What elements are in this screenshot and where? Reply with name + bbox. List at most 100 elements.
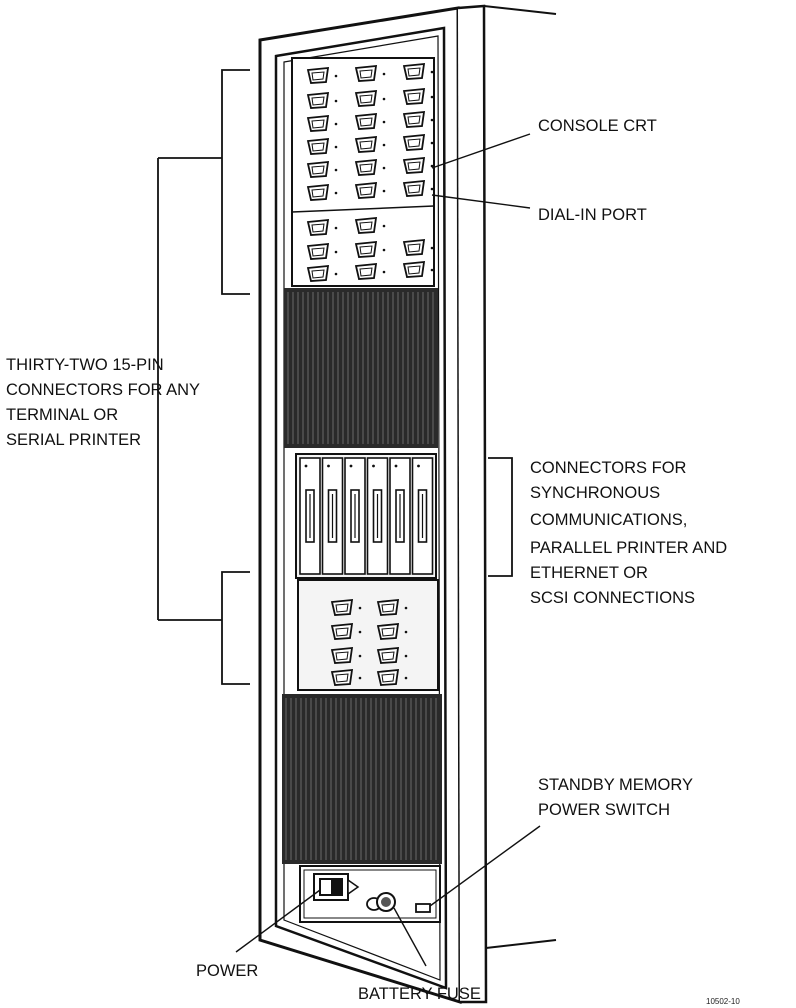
- serial-connector-4[interactable]: [306, 91, 330, 109]
- lower-connector-panel: [297, 579, 439, 691]
- screw-dot: [430, 118, 434, 122]
- serial-connector-16[interactable]: [306, 183, 330, 201]
- screw-dot: [404, 654, 408, 658]
- label-sync-5: ETHERNET OR: [530, 564, 648, 582]
- screw-dot: [358, 676, 362, 680]
- serial-connector-18[interactable]: [402, 179, 426, 197]
- screw-dot: [382, 97, 386, 101]
- screw-dot: [382, 189, 386, 193]
- upper-connector-panel: [291, 57, 435, 287]
- screw-dot: [430, 70, 434, 74]
- sync-card-2[interactable]: [321, 457, 344, 575]
- sync-card-6[interactable]: [411, 457, 434, 575]
- serial-connector-26[interactable]: [402, 260, 426, 278]
- label-battery-fuse: BATTERY FUSE: [358, 985, 481, 1003]
- serial-connector-21[interactable]: [306, 242, 330, 260]
- serial-connector-14[interactable]: [354, 158, 378, 176]
- sync-card-3[interactable]: [344, 457, 366, 575]
- screw-dot: [382, 72, 386, 76]
- serial-connector-5[interactable]: [354, 89, 378, 107]
- power-switch[interactable]: [313, 873, 360, 901]
- serial-connector-17[interactable]: [354, 181, 378, 199]
- serial-connector-30[interactable]: [376, 622, 400, 640]
- sync-card-4[interactable]: [366, 457, 389, 575]
- screw-dot: [430, 187, 434, 191]
- sync-card-panel: [295, 453, 437, 579]
- serial-connector-22[interactable]: [354, 240, 378, 258]
- serial-connector-10[interactable]: [306, 137, 330, 155]
- serial-connector-2[interactable]: [354, 64, 378, 82]
- screw-dot: [334, 99, 338, 103]
- serial-connector-19[interactable]: [306, 218, 330, 236]
- screw-dot: [358, 654, 362, 658]
- label-sync-4: PARALLEL PRINTER AND: [530, 539, 727, 557]
- brackets: [157, 69, 513, 685]
- screw-dot: [404, 676, 408, 680]
- serial-connector-1[interactable]: [306, 66, 330, 84]
- sync-communication-cards: [299, 457, 434, 575]
- screw-dot: [404, 606, 408, 610]
- serial-connector-15[interactable]: [402, 156, 426, 174]
- screw-dot: [334, 191, 338, 195]
- screw-dot: [358, 630, 362, 634]
- label-power: POWER: [196, 962, 258, 980]
- screw-dot: [430, 268, 434, 272]
- upper-vent: [284, 288, 438, 448]
- serial-connector-6[interactable]: [402, 87, 426, 105]
- serial-connector-23[interactable]: [402, 238, 426, 256]
- serial-connector-7[interactable]: [306, 114, 330, 132]
- serial-connector-13[interactable]: [306, 160, 330, 178]
- screw-dot: [334, 250, 338, 254]
- serial-connector-28[interactable]: [376, 598, 400, 616]
- leader-battery-fuse: [393, 907, 427, 967]
- screw-dot: [334, 74, 338, 78]
- figure-number: 10502-10: [706, 997, 740, 1006]
- leader-lines: [235, 133, 541, 967]
- sync-card-1[interactable]: [299, 457, 321, 575]
- control-plate: [299, 865, 441, 923]
- lower-vent: [282, 694, 442, 864]
- screw-dot: [430, 164, 434, 168]
- battery-fuse-holder[interactable]: [366, 892, 396, 912]
- label-thirty-two-3: TERMINAL OR: [6, 406, 118, 424]
- serial-connector-8[interactable]: [354, 112, 378, 130]
- sync-card-5[interactable]: [389, 457, 411, 575]
- label-sync-2: SYNCHRONOUS: [530, 484, 660, 502]
- serial-connector-24[interactable]: [306, 264, 330, 282]
- label-standby-2: POWER SWITCH: [538, 801, 670, 819]
- screw-dot: [430, 246, 434, 250]
- cabinet-inner-frame-2: [283, 35, 441, 981]
- leader-standby-switch: [429, 825, 541, 907]
- serial-connector-31[interactable]: [330, 646, 354, 664]
- screw-dot: [382, 270, 386, 274]
- upper-serial-connectors: [306, 62, 434, 282]
- label-sync-1: CONNECTORS FOR: [530, 459, 687, 477]
- screw-dot: [334, 145, 338, 149]
- serial-connector-27[interactable]: [330, 598, 354, 616]
- serial-connector-33[interactable]: [330, 668, 354, 686]
- cabinet-top-edge: [483, 5, 557, 15]
- serial-connector-20[interactable]: [354, 216, 378, 234]
- screw-dot: [334, 272, 338, 276]
- serial-connector-29[interactable]: [330, 622, 354, 640]
- leader-dial-in-port: [431, 194, 531, 209]
- label-thirty-two-1: THIRTY-TWO 15-PIN: [6, 356, 164, 374]
- serial-connector-34[interactable]: [376, 668, 400, 686]
- serial-connector-25[interactable]: [354, 262, 378, 280]
- standby-memory-switch[interactable]: [415, 903, 431, 913]
- screw-dot: [382, 120, 386, 124]
- serial-connector-9[interactable]: [402, 110, 426, 128]
- cabinet-inner-frame: [274, 26, 448, 990]
- upper-bracket: [221, 69, 250, 295]
- serial-connector-11[interactable]: [354, 135, 378, 153]
- screw-dot: [404, 630, 408, 634]
- screw-dot: [430, 95, 434, 99]
- label-thirty-two-4: SERIAL PRINTER: [6, 431, 141, 449]
- serial-connector-12[interactable]: [402, 133, 426, 151]
- serial-connector-32[interactable]: [376, 646, 400, 664]
- serial-connector-3[interactable]: [402, 62, 426, 80]
- label-standby-1: STANDBY MEMORY: [538, 776, 693, 794]
- lower-serial-connectors: [330, 598, 408, 686]
- cabinet-bottom-edge: [485, 939, 557, 949]
